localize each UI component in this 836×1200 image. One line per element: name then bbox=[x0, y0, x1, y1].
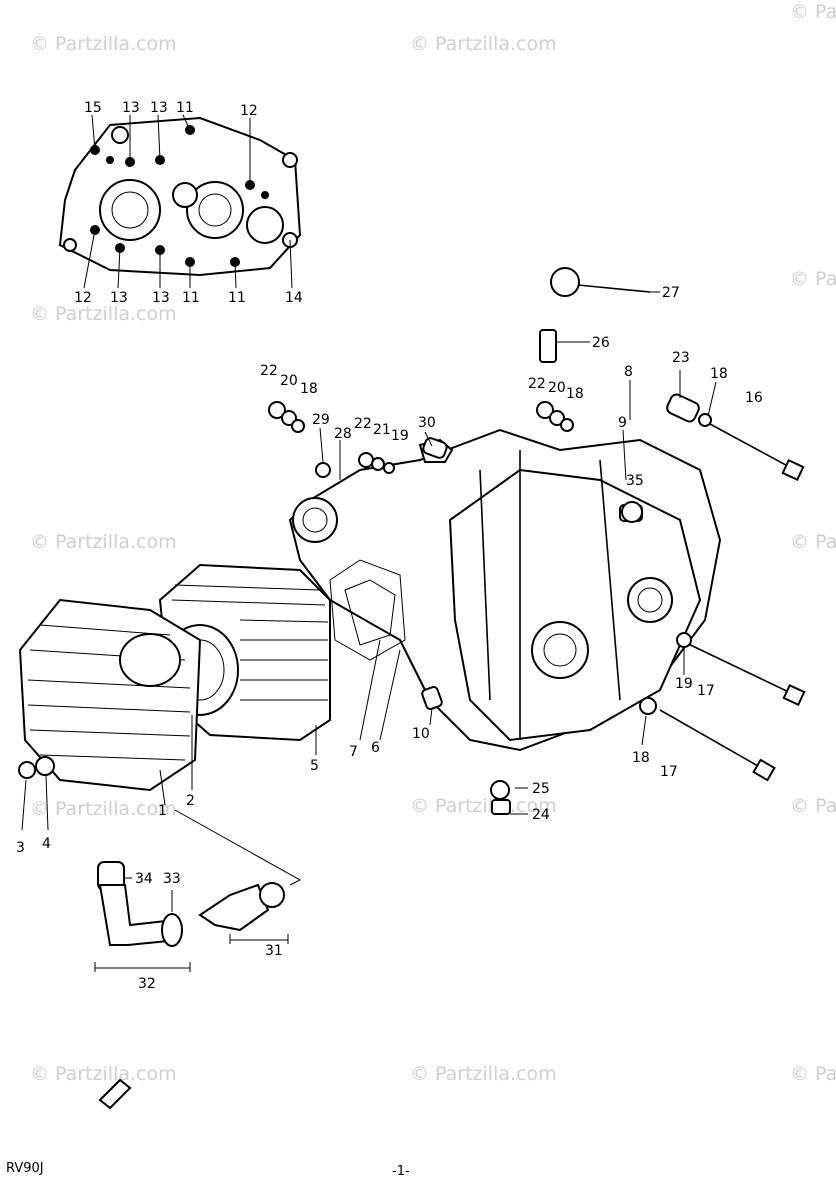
callout-label: 35 bbox=[626, 473, 644, 489]
inset-crankcase: 15 13 13 11 12 12 13 13 11 11 14 bbox=[58, 100, 303, 306]
watermark: © Partzilla.com bbox=[30, 303, 177, 325]
watermark: © Partzilla.com bbox=[30, 1063, 177, 1085]
callout-label: 11 bbox=[228, 290, 246, 306]
callout-label: 18 bbox=[300, 381, 318, 397]
callout-label: 5 bbox=[310, 758, 319, 774]
leader-lines bbox=[21, 291, 717, 972]
watermark: © Partzilla.com bbox=[30, 531, 177, 553]
callout-label: 11 bbox=[176, 100, 194, 116]
callout-label: 13 bbox=[122, 100, 140, 116]
page-number: -1- bbox=[392, 1164, 410, 1179]
callout-label: 20 bbox=[280, 373, 298, 389]
callout-label: 28 bbox=[334, 426, 352, 442]
callout-label: 22 bbox=[528, 376, 546, 392]
callout-label: 2 bbox=[186, 793, 195, 809]
callout-label: 22 bbox=[260, 363, 278, 379]
callout-label: 4 bbox=[42, 836, 51, 852]
callout-label: 16 bbox=[745, 390, 763, 406]
callout-label: 32 bbox=[138, 976, 156, 992]
watermark: © Partzilla.com bbox=[30, 798, 177, 820]
callout-label: 18 bbox=[566, 386, 584, 402]
callout-label: 1 bbox=[158, 803, 167, 819]
watermark: © Partzilla.com bbox=[410, 1063, 557, 1085]
callout-label: 13 bbox=[110, 290, 128, 306]
callout-label: 17 bbox=[660, 764, 678, 780]
callout-label: 19 bbox=[675, 676, 693, 692]
watermark: © Partzilla.com bbox=[790, 268, 836, 290]
watermark: © Partzilla.com bbox=[790, 1, 836, 23]
callout-label: 23 bbox=[672, 350, 690, 366]
callout-numbers: 27 26 22 20 18 8 23 18 16 22 20 18 29 28… bbox=[16, 285, 763, 992]
watermark: © Partzilla.com bbox=[410, 795, 557, 817]
callout-label: 17 bbox=[697, 683, 715, 699]
watermark: © Partzilla.com bbox=[790, 1063, 836, 1085]
callout-label: 33 bbox=[163, 871, 181, 887]
callout-label: 29 bbox=[312, 412, 330, 428]
watermark: © Partzilla.com bbox=[790, 531, 836, 553]
callout-label: 19 bbox=[391, 428, 409, 444]
callout-label: 24 bbox=[532, 807, 550, 823]
callout-label: 21 bbox=[373, 422, 391, 438]
callout-label: 13 bbox=[150, 100, 168, 116]
watermark: © Partzilla.com bbox=[30, 33, 177, 55]
callout-label: 30 bbox=[418, 415, 436, 431]
callout-label: 26 bbox=[592, 335, 610, 351]
callout-label: 15 bbox=[84, 100, 102, 116]
callout-label: 18 bbox=[632, 750, 650, 766]
callout-label: 20 bbox=[548, 380, 566, 396]
callout-label: 25 bbox=[532, 781, 550, 797]
callout-label: 10 bbox=[412, 726, 430, 742]
callout-label: 9 bbox=[618, 415, 627, 431]
callout-label: 34 bbox=[135, 871, 153, 887]
callout-label: 13 bbox=[152, 290, 170, 306]
callout-label: 3 bbox=[16, 840, 25, 856]
callout-label: 31 bbox=[265, 943, 283, 959]
callout-label: 7 bbox=[349, 744, 358, 760]
watermark: © Partzilla.com bbox=[410, 33, 557, 55]
callout-label: 27 bbox=[662, 285, 680, 301]
callout-label: 8 bbox=[624, 364, 633, 380]
cylinder-head-part-1 bbox=[18, 598, 202, 792]
callout-label: 18 bbox=[710, 366, 728, 382]
callout-label: 22 bbox=[354, 416, 372, 432]
callout-label: 6 bbox=[371, 740, 380, 756]
watermark: © Partzilla.com bbox=[790, 795, 836, 817]
model-code: RV90J bbox=[6, 1161, 44, 1176]
callout-label: 11 bbox=[182, 290, 200, 306]
footer: RV90J -1- bbox=[6, 1161, 410, 1179]
callout-label: 14 bbox=[285, 290, 303, 306]
callout-label: 12 bbox=[240, 103, 258, 119]
small-parts bbox=[18, 267, 806, 1110]
callout-label: 12 bbox=[74, 290, 92, 306]
